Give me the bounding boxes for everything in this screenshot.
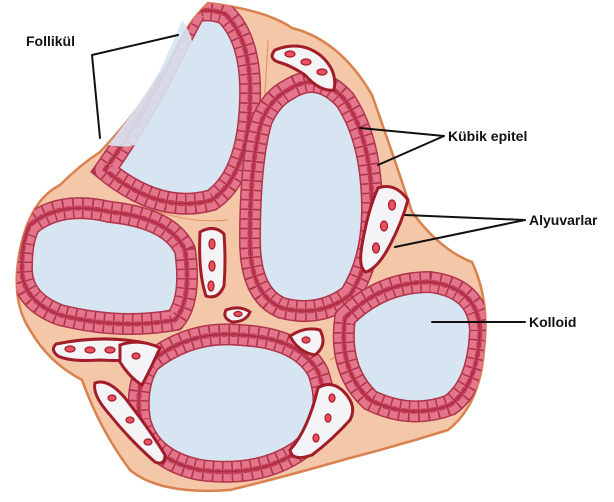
label-cuboidal-epithelium: Kübik epitel (448, 128, 527, 144)
label-follicle: Follikül (26, 33, 75, 49)
follicle-right (344, 282, 480, 411)
follicle-left (22, 208, 187, 324)
follicle-center-large (250, 82, 372, 311)
label-red-blood-cells: Alyuvarlar (529, 212, 598, 228)
label-colloid: Kolloid (529, 314, 576, 330)
